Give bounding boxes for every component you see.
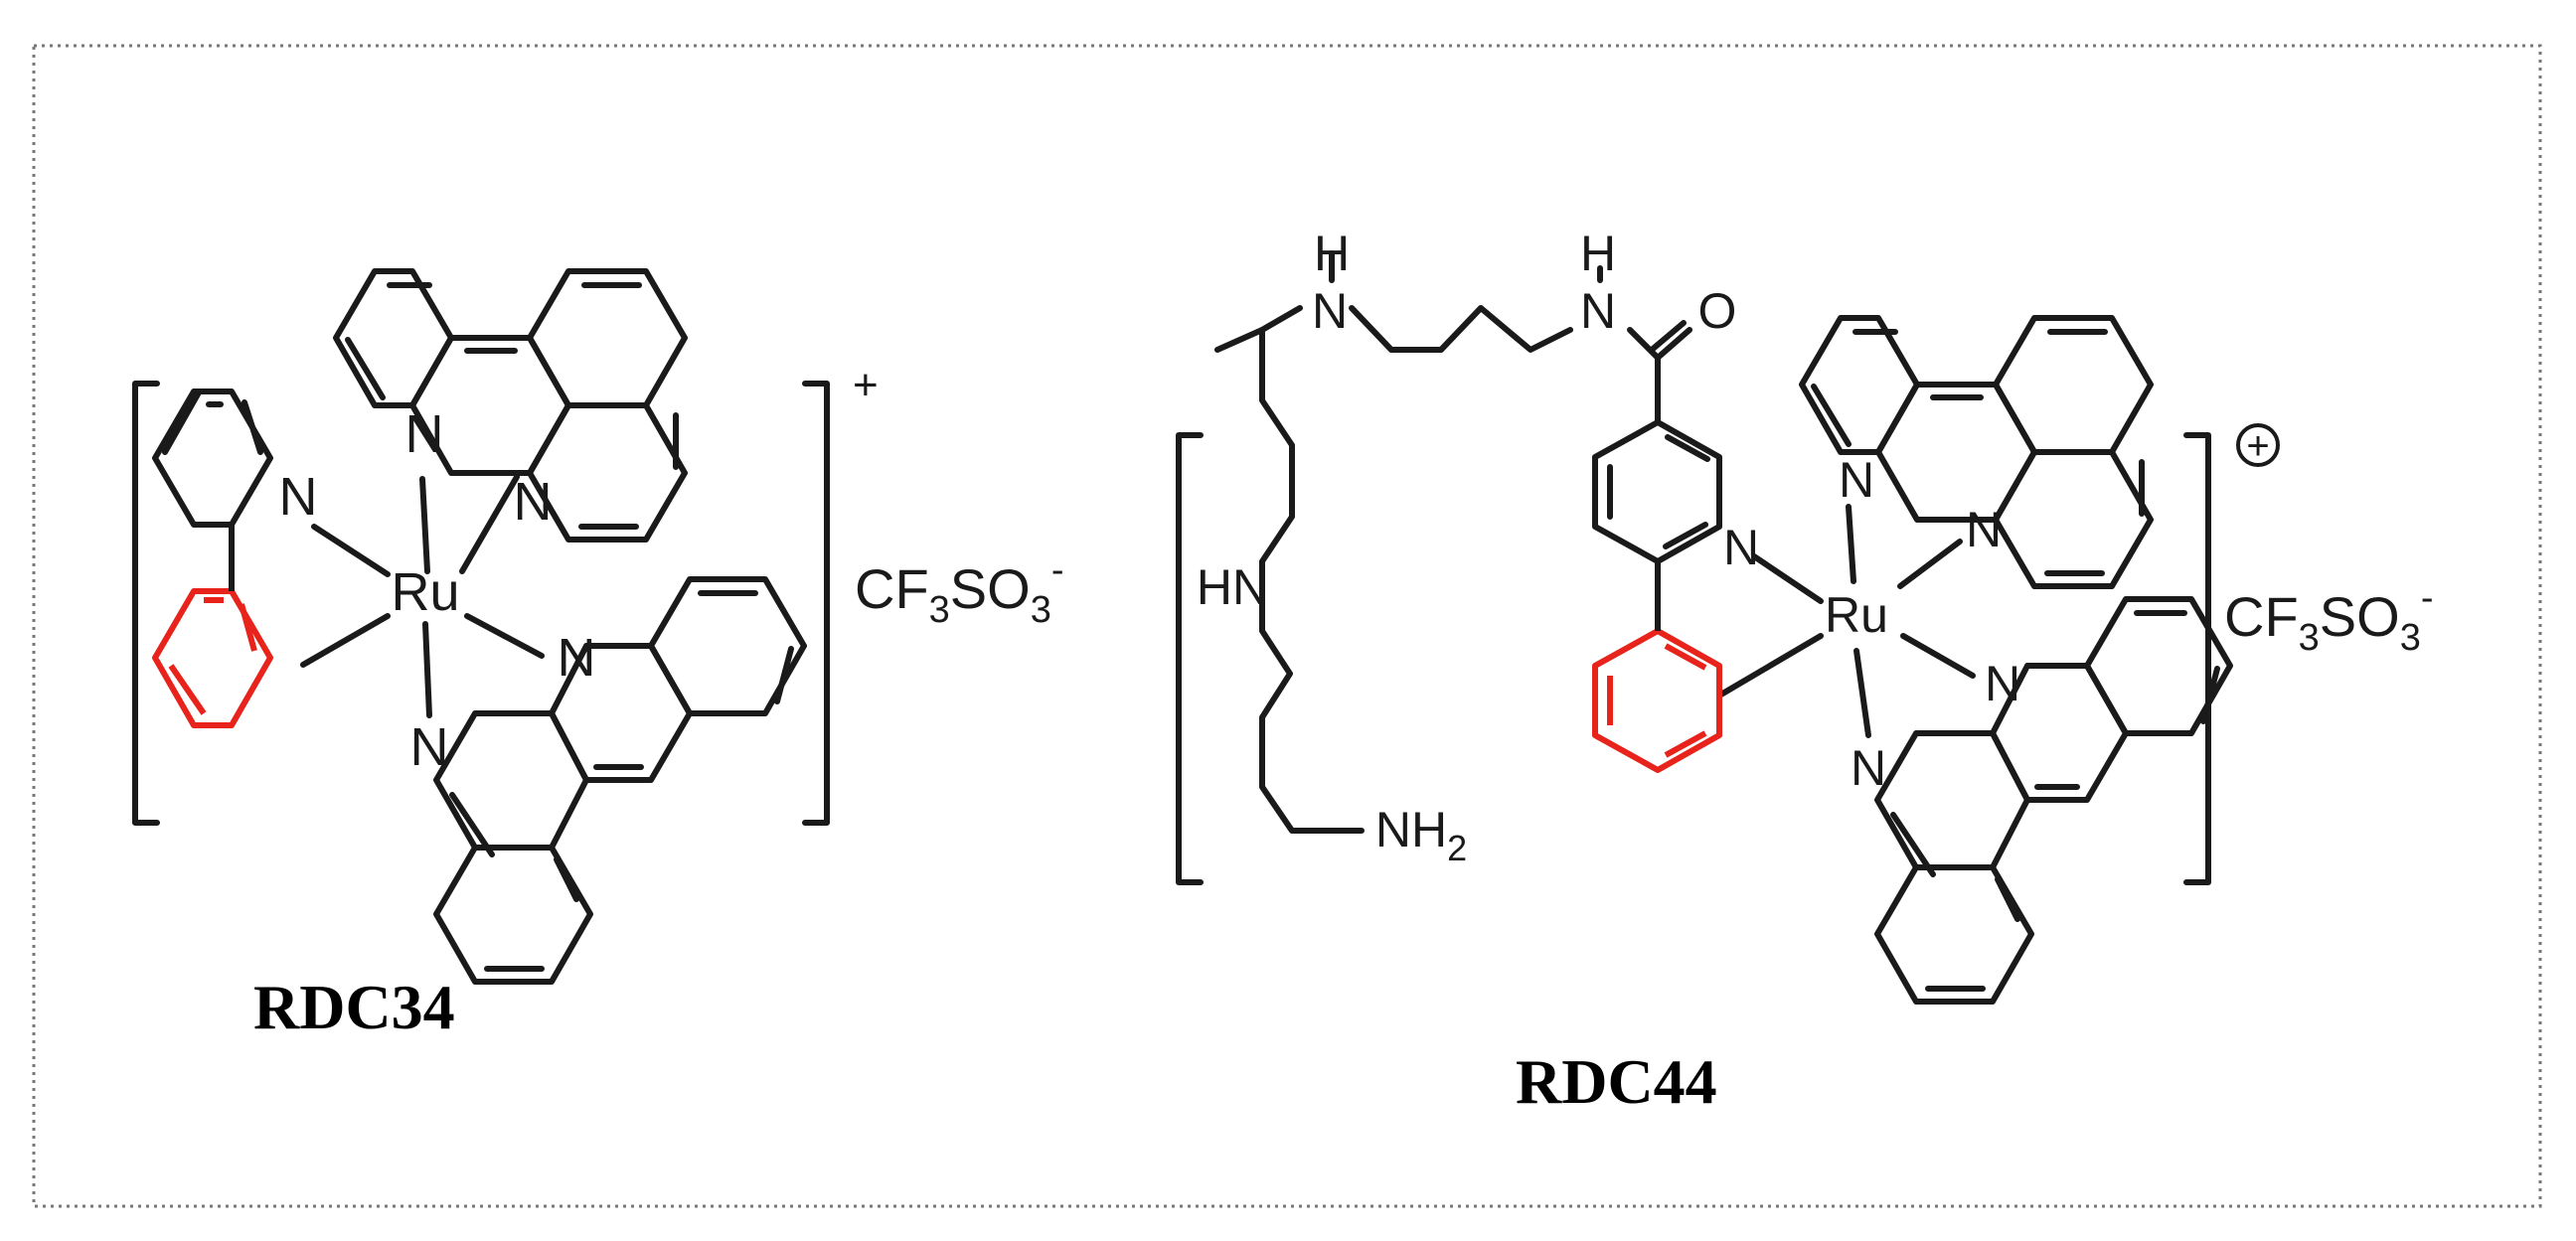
bond-ru-n1 (419, 476, 430, 574)
atoms-rdc44: H N H N O HN NH2 N Ru N N N N (1197, 226, 2020, 868)
n-atom-3: N (279, 467, 318, 527)
phenanthroline-bottom (1874, 596, 2233, 1005)
n-atom-phen-3: N (1985, 656, 2020, 711)
bond-ru-n5 (422, 621, 432, 718)
ru-atom: Ru (391, 562, 459, 622)
polyamine-chain (1259, 250, 1573, 834)
phenanthroline-bottom (433, 576, 807, 985)
counterion-rdc44: CF3SO3- (2224, 577, 2434, 659)
compound-rdc44 (1176, 250, 2233, 1005)
atoms-rdc34: N N N Ru N N (279, 404, 596, 777)
left-bracket (132, 381, 160, 826)
bond-ru-c (1716, 633, 1824, 698)
bond-ru-n-pyr (1751, 553, 1824, 604)
left-bracket (1176, 432, 1204, 885)
phenyl-highlight-rdc44 (1592, 628, 1722, 773)
n-atom-phen-4: N (1851, 740, 1886, 796)
n-atom-5: N (410, 717, 449, 777)
n-atom-2: N (514, 472, 553, 532)
h-atom-1: H (1314, 226, 1350, 281)
h-atom-2: H (1580, 226, 1616, 281)
right-bracket (802, 381, 830, 826)
bond-ru-n-top2 (1897, 539, 1963, 589)
phenanthroline-top (333, 268, 688, 543)
hn-atom: HN (1197, 559, 1268, 615)
pyridine-ring (152, 388, 273, 528)
carbonyl (1627, 320, 1692, 361)
bond-ru-c (300, 613, 391, 668)
n-atom-1: N (405, 404, 444, 464)
caption-rdc34: RDC34 (253, 972, 455, 1042)
charge-rdc44: + (2236, 423, 2280, 468)
bond-ru-n3 (311, 524, 391, 577)
bond-ru-n-top (1846, 504, 1856, 584)
n-atom-amide: N (1580, 283, 1616, 339)
pyridine-ring (1592, 419, 1722, 564)
phenyl-highlight-rdc34 (152, 588, 273, 728)
right-bracket (2183, 432, 2211, 885)
chain-top-left (1214, 327, 1265, 353)
compound-rdc34 (132, 268, 830, 985)
n-atom-4: N (558, 628, 596, 688)
bond-ru-n2 (459, 474, 520, 574)
caption-rdc44: RDC44 (1516, 1046, 1717, 1117)
nh2-atom: NH2 (1375, 802, 1467, 868)
svg-text:+: + (2246, 424, 2269, 468)
bond-ru-n-bot2 (1853, 648, 1871, 738)
phenanthroline-top (1799, 315, 2154, 589)
dotted-frame (32, 44, 2542, 1208)
n-atom-pyr: N (1723, 520, 1759, 575)
o-atom: O (1698, 283, 1737, 339)
bond-ru-n4 (464, 613, 545, 659)
n-atom-phen-2: N (1966, 502, 2002, 557)
charge-rdc34: + (853, 361, 879, 409)
bond-ru-n-bot (1900, 633, 1976, 679)
n-atom-amine-1: N (1312, 283, 1348, 339)
counterion-rdc34: CF3SO3- (855, 549, 1064, 631)
n-atom-phen-1: N (1839, 452, 1874, 508)
ru-atom: Ru (1825, 587, 1888, 643)
